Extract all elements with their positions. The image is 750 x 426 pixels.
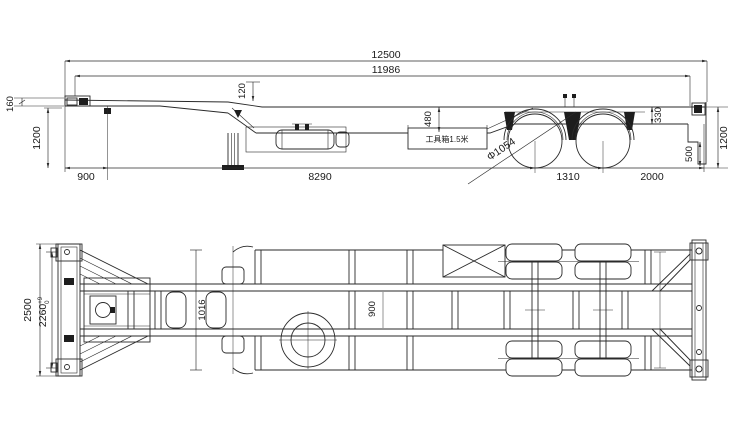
dim-member-pitch: 900 bbox=[367, 301, 378, 317]
tires-plan bbox=[505, 243, 632, 377]
side-view: 工具箱1.5米 Φ1054 bbox=[5, 49, 730, 185]
dim-axle-spacing: 1310 bbox=[556, 171, 580, 183]
dim-neck-depth: 120 bbox=[237, 83, 248, 99]
dim-overall-width: 2500 bbox=[22, 298, 34, 322]
dim-lock-spacing: 2260+90 bbox=[37, 296, 51, 327]
dim-beam-depth: 480 bbox=[423, 111, 434, 127]
dim-wheelbase: 8290 bbox=[308, 171, 332, 183]
dim-rear-overhang: 2000 bbox=[640, 171, 664, 183]
dim-rear-depth: 330 bbox=[653, 107, 664, 123]
dim-height-left: 1200 bbox=[31, 126, 43, 150]
dim-front-height: 160 bbox=[5, 96, 16, 112]
kingpin bbox=[95, 302, 111, 318]
dim-front-overhang: 900 bbox=[77, 171, 95, 183]
toolbox-callout-box bbox=[407, 127, 488, 150]
toolbox-label: 工具箱1.5米 bbox=[425, 134, 468, 144]
dim-height-right: 1200 bbox=[718, 126, 730, 150]
dim-rear-step: 500 bbox=[684, 146, 695, 162]
dim-frame-length: 11986 bbox=[372, 64, 401, 76]
dim-total-length: 12500 bbox=[371, 49, 400, 61]
dim-tire-diameter: Φ1054 bbox=[485, 136, 518, 164]
plan-view: 1016 900 bbox=[22, 239, 709, 381]
dim-rail-gap: 1016 bbox=[197, 299, 208, 320]
outriggers bbox=[254, 250, 652, 370]
